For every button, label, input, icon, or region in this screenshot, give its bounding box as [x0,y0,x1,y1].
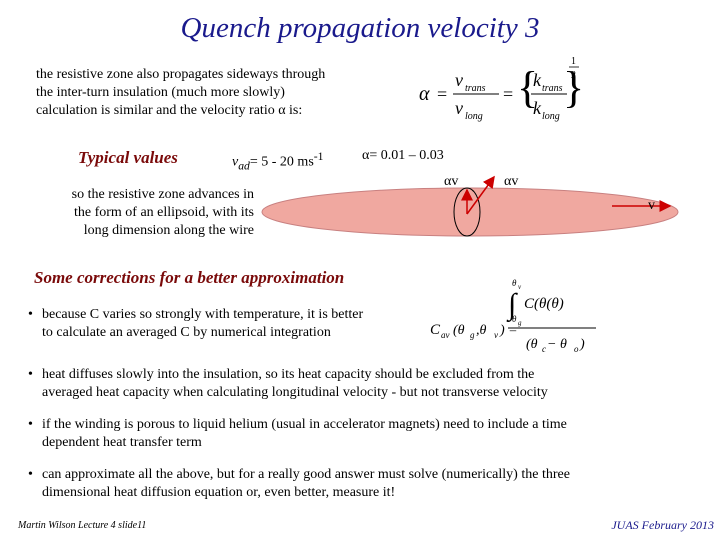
cav-close: ) = [499,323,518,338]
intro-text: the resistive zone also propagates sidew… [36,66,396,120]
bullet-2-line-2: averaged heat capacity when calculating … [42,385,548,400]
adiabatic-velocity-value: vad= 5 - 20 ms-1 [232,150,324,172]
label-alpha-v-2: αv [504,174,518,189]
formula-exp-num: 1 [571,56,576,67]
bullet-3-line-1: if the winding is porous to liquid heliu… [42,417,567,432]
formula-v-den: v [455,98,463,118]
footer-date: JUAS February 2013 [611,518,714,532]
formula-left-brace: { [517,63,538,112]
den-minus: − θ [547,337,567,352]
ellipsoid-diagram: αv αv v [261,174,679,237]
formula-exp-den: 2 [571,70,576,81]
formula-equals-2: = [503,84,513,104]
den-c: c [542,344,546,354]
intro-line-3: calculation is similar and the velocity … [36,103,303,118]
cav-arg-comma: ,θ [476,323,487,338]
formula-equals: = [437,84,447,104]
ellipsoid-line-1: so the resistive zone advances in [71,187,254,202]
den-open: (θ [526,337,538,352]
formula-k-den: k [533,98,542,118]
formula-v-num: v [455,70,463,90]
footer-lecture-info: Martin Wilson Lecture 4 slide11 [18,520,147,531]
resistive-zone-ellipse [261,187,679,237]
bullet-dot: • [28,367,33,382]
vad-value: = 5 - 20 ms [249,154,314,170]
formula-right-brace: } [563,63,584,112]
ellipsoid-line-3: long dimension along the wire [83,223,254,238]
vad-subscript: ad [238,159,250,173]
corrections-heading: Some corrections for a better approximat… [34,268,345,287]
intro-line-1: the resistive zone also propagates sidew… [36,67,326,82]
cav-arg-v: v [494,330,498,340]
alpha-range-value: α= 0.01 – 0.03 [362,148,444,163]
cav-arg-open: (θ [453,323,465,338]
ellipsoid-line-2: the form of an ellipsoid, with its [73,205,254,220]
bullet-dot: • [28,467,33,482]
integral-upper-sub: v [518,283,522,291]
formula-k-num: k [533,70,542,90]
den-close: ) [579,337,585,352]
bullet-item-1: • because C varies so strongly with temp… [28,306,418,346]
bullet-4-line-2: dimensional heat diffusion equation or, … [42,485,396,500]
bullet-item-4: • can approximate all the above, but for… [28,466,678,506]
integral-upper: θ [512,278,517,288]
bullet-3-line-2: dependent heat transfer term [42,435,202,450]
integral-sign: ∫ [506,288,518,323]
integral-lower-sub: g [518,319,522,327]
vad-exponent: -1 [313,150,324,163]
formula-k-den-sub: long [542,111,560,122]
slide-title: Quench propagation velocity 3 [180,12,540,44]
velocity-ratio-formula: α = v trans v long = { k trans k long } … [419,56,584,122]
label-alpha-v-1: αv [444,174,458,189]
formula-v-den-sub: long [465,111,483,122]
bullet-dot: • [28,307,33,322]
bullet-1-line-1: because C varies so strongly with temper… [42,307,364,322]
averaged-heat-capacity-formula: C av (θ g ,θ v ) = ∫ θ v θ g C(θ(θ) (θ c… [430,278,596,354]
bullet-4-line-1: can approximate all the above, but for a… [42,467,570,482]
formula-v-num-sub: trans [465,83,486,94]
den-o: o [574,344,579,354]
ellipsoid-description: so the resistive zone advances in the fo… [30,186,254,240]
cav-arg-g: g [470,330,475,340]
bullet-2-line-1: heat diffuses slowly into the insulation… [42,367,535,382]
integral-lower: θ [512,314,517,324]
transverse-arrow-diagonal [466,175,495,215]
label-v: v [648,198,655,213]
cross-section-ellipse [453,187,481,237]
bullet-item-2: • heat diffuses slowly into the insulati… [28,366,648,406]
intro-line-2: the inter-turn insulation (much more slo… [36,85,285,100]
cav-subscript: av [441,330,450,340]
formula-k-num-sub: trans [542,83,563,94]
bullet-1-line-2: to calculate an averaged C by numerical … [42,325,331,340]
typical-values-label: Typical values [78,148,178,167]
bullet-dot: • [28,417,33,432]
vad-symbol: v [232,154,239,170]
cav-symbol: C [430,322,441,338]
formula-alpha: α [419,83,430,105]
bullet-item-3: • if the winding is porous to liquid hel… [28,416,678,456]
integrand: C(θ(θ) [524,296,564,312]
